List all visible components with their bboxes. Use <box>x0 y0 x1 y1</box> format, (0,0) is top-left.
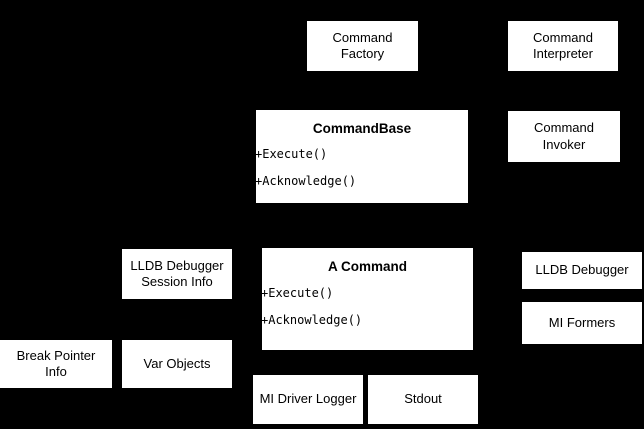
node-a-command[interactable]: A Command +Execute() +Acknowledge() <box>262 248 473 350</box>
node-label: Command Factory <box>332 29 393 61</box>
node-label: Command Invoker <box>534 120 594 152</box>
node-label: MI Formers <box>548 314 616 330</box>
node-label: Break Pointer Info <box>16 347 96 379</box>
class-title: A Command <box>327 259 407 274</box>
node-label: MI Driver Logger <box>259 391 357 407</box>
node-var-objects[interactable]: Var Objects <box>122 340 232 388</box>
class-member-list: +Execute() +Acknowledge() <box>256 147 468 188</box>
node-mi-driver-logger[interactable]: MI Driver Logger <box>253 375 363 424</box>
node-lldb-debugger-session-info[interactable]: LLDB Debugger Session Info <box>122 249 232 299</box>
node-label: Command Interpreter <box>533 29 593 61</box>
node-command-base[interactable]: CommandBase +Execute() +Acknowledge() <box>256 110 468 203</box>
node-command-invoker[interactable]: Command Invoker <box>508 111 620 162</box>
class-member: +Acknowledge() <box>262 313 363 327</box>
node-lldb-debugger[interactable]: LLDB Debugger <box>522 252 642 289</box>
node-break-pointer-info[interactable]: Break Pointer Info <box>0 340 112 388</box>
class-member: +Execute() <box>256 147 328 161</box>
node-label: LLDB Debugger Session Info <box>130 257 224 289</box>
class-member: +Execute() <box>262 286 334 300</box>
node-mi-formers[interactable]: MI Formers <box>522 302 642 344</box>
node-label: LLDB Debugger <box>535 262 629 278</box>
node-label: Var Objects <box>143 355 211 371</box>
node-command-factory[interactable]: Command Factory <box>307 21 418 71</box>
class-member-list: +Execute() +Acknowledge() <box>262 286 473 327</box>
node-label: Stdout <box>404 391 442 407</box>
class-title: CommandBase <box>312 121 412 136</box>
node-command-interpreter[interactable]: Command Interpreter <box>508 21 618 71</box>
class-member: +Acknowledge() <box>256 174 357 188</box>
node-stdout[interactable]: Stdout <box>368 375 478 424</box>
